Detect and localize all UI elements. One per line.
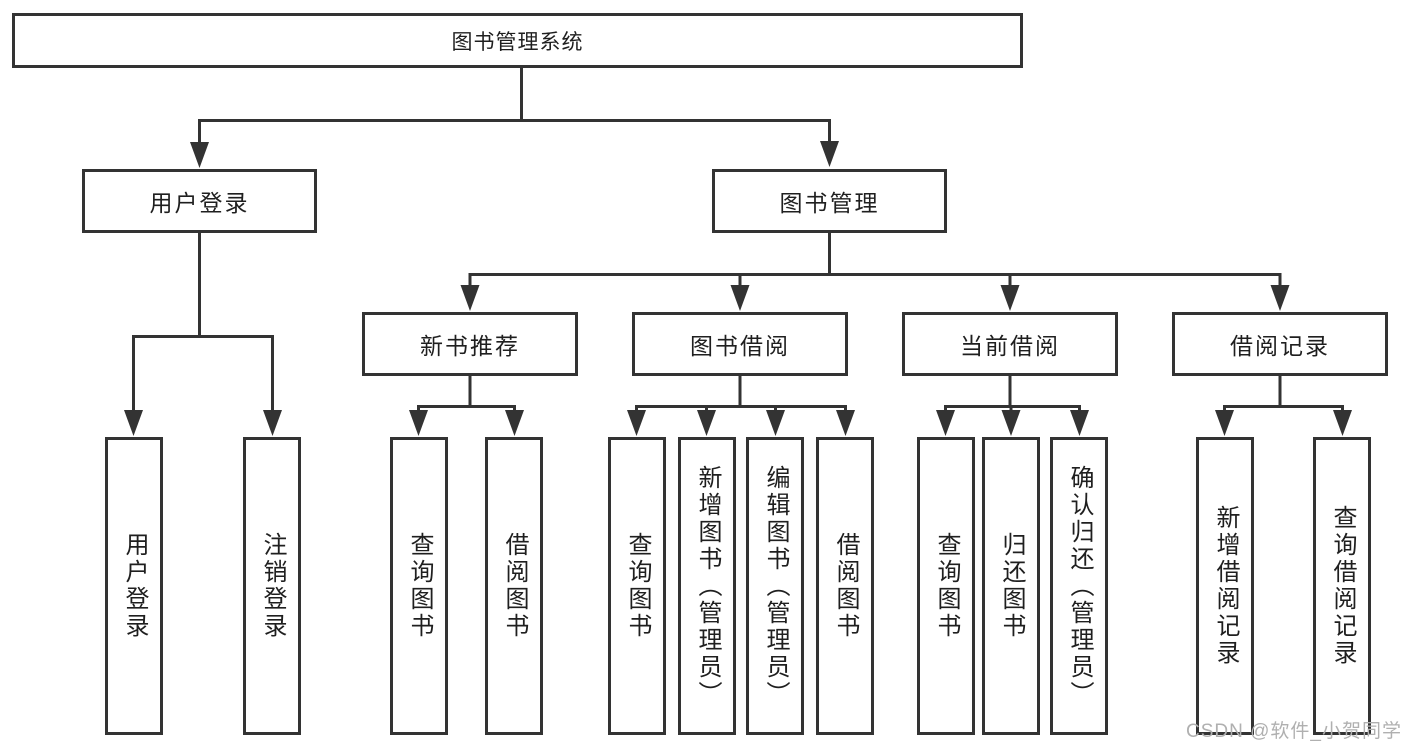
leaf-query-books-borrow: 查询图书 <box>608 437 666 735</box>
leaf-return-books: 归还图书 <box>982 437 1040 735</box>
arrowheads <box>124 141 1352 436</box>
node-borrow-records: 借阅记录 <box>1172 312 1388 376</box>
leaf-add-borrow-record: 新增借阅记录 <box>1196 437 1254 735</box>
leaf-add-books-admin: 新增图书（管理员） <box>678 437 736 735</box>
leaf-user-login: 用户登录 <box>105 437 163 735</box>
watermark: CSDN @软件_小贺同学 <box>1186 721 1402 742</box>
leaf-logout: 注销登录 <box>243 437 301 735</box>
leaf-query-borrow-record: 查询借阅记录 <box>1313 437 1371 735</box>
node-root: 图书管理系统 <box>12 13 1023 68</box>
leaf-query-books-recommend: 查询图书 <box>390 437 448 735</box>
node-book-management: 图书管理 <box>712 169 947 233</box>
leaf-query-books-current: 查询图书 <box>917 437 975 735</box>
node-book-borrow: 图书借阅 <box>632 312 848 376</box>
leaf-borrow-books: 借阅图书 <box>816 437 874 735</box>
leaf-borrow-books-recommend: 借阅图书 <box>485 437 543 735</box>
node-user-login: 用户登录 <box>82 169 317 233</box>
leaf-confirm-return-admin: 确认归还（管理员） <box>1050 437 1108 735</box>
node-current-borrow: 当前借阅 <box>902 312 1118 376</box>
leaf-edit-books-admin: 编辑图书（管理员） <box>746 437 804 735</box>
node-new-book-recommend: 新书推荐 <box>362 312 578 376</box>
